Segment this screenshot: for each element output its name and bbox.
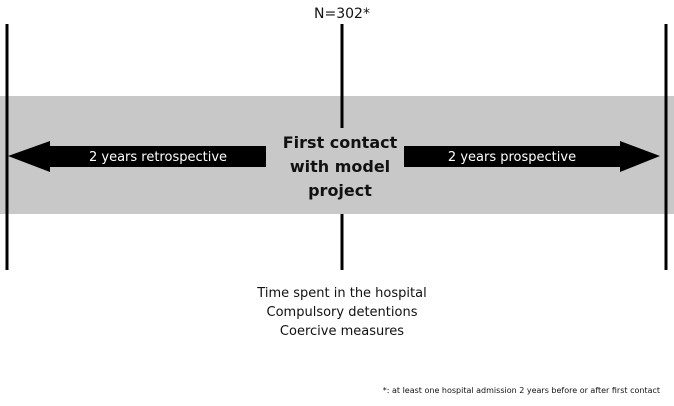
outcome-item: Compulsory detentions: [266, 305, 418, 320]
center-event-label-line-3: project: [308, 181, 372, 200]
right-arrow: [404, 141, 660, 172]
center-event-label: First contact with model project: [270, 131, 410, 203]
footnote: *: at least one hospital admission 2 yea…: [382, 386, 660, 395]
outcome-item: Time spent in the hospital: [257, 286, 427, 301]
outcomes-list: Time spent in the hospital Compulsory de…: [190, 284, 494, 341]
left-arrow-label: 2 years retrospective: [89, 150, 227, 165]
right-arrow-label: 2 years prospective: [448, 150, 576, 165]
sample-size-label: N=302*: [314, 6, 370, 22]
left-arrow: [8, 141, 266, 172]
outcome-item: Coercive measures: [279, 324, 405, 339]
center-event-label-line-2: with model: [289, 157, 391, 176]
center-event-label-line-1: First contact: [282, 133, 398, 152]
